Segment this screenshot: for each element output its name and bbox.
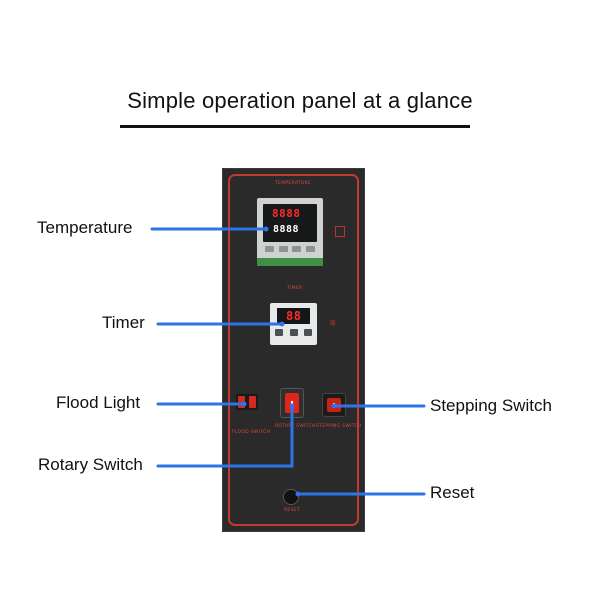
control-panel: TEMPERATURE 8888 8888 TIMER 88 ⊞ FLOOD S… [222,168,365,532]
flood-rocker-1[interactable] [238,396,245,408]
temperature-caption: TEMPERATURE [275,181,312,186]
stepping-switch-label: Stepping Switch [430,396,552,415]
temp-display-top: 8888 [272,207,301,220]
rotary-switch-label: Rotary Switch [38,455,143,474]
temperature-keys[interactable] [265,246,315,256]
flood-light-switch[interactable] [236,394,258,410]
flood-rocker-2[interactable] [249,396,256,408]
rotary-rocker[interactable] [285,393,299,413]
indicator-square-icon [335,226,345,237]
reset-button[interactable] [284,490,298,504]
timer-key-1[interactable] [275,329,283,336]
temperature-label: Temperature [37,218,133,237]
flood-light-label: Flood Light [56,393,141,412]
timer-key-2[interactable] [289,329,298,336]
timer-display: 88 [277,308,310,324]
reset-caption: RESET [284,508,300,513]
temp-key-3[interactable] [292,246,302,252]
temp-key-2[interactable] [278,246,288,252]
timer-controller[interactable]: 88 [270,303,317,345]
title-underline [120,125,470,128]
timer-side-icon: ⊞ [330,320,336,327]
timer-key-3[interactable] [304,329,312,336]
rocker-mark-icon [291,401,293,405]
temperature-display: 8888 8888 [263,204,317,242]
timer-digits: 88 [286,309,302,323]
panel-red-frame [228,174,359,526]
timer-label: Timer [102,313,145,332]
timer-buttons[interactable] [275,329,312,338]
rotary-switch[interactable] [281,389,303,417]
stepping-caption: STEPPING SWITCH [316,424,362,429]
controller-green-strip [257,258,323,266]
stepping-switch[interactable] [323,394,345,416]
flood-switch-caption: FLOOD SWITCH [232,430,271,435]
rocker-mark-icon [333,403,335,407]
rotary-caption: ROTARY SWITCH [275,424,316,429]
temp-key-4[interactable] [305,246,315,252]
temp-key-1[interactable] [265,246,274,252]
timer-caption: TIMER [287,286,303,291]
reset-label: Reset [430,483,475,502]
stepping-rocker[interactable] [327,398,341,412]
page-title: Simple operation panel at a glance [127,88,473,113]
temp-display-bottom: 8888 [273,224,300,235]
temperature-controller[interactable]: 8888 8888 [257,198,323,266]
